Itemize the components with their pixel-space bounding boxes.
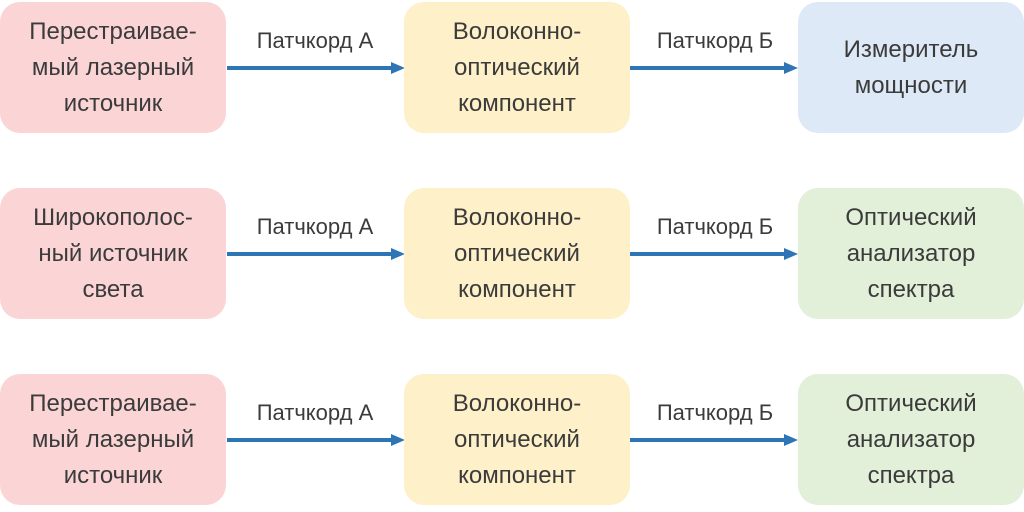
arrow-icon xyxy=(227,432,405,446)
arrow-icon xyxy=(227,246,405,260)
spectrum-analyzer-box: Оптический анализатор спектра xyxy=(798,188,1024,319)
power-meter-box: Измеритель мощности xyxy=(798,2,1024,133)
arrow-icon xyxy=(227,60,405,74)
patchcord-a-label: Патчкорд А xyxy=(256,400,374,425)
patchcord-b-label: Патчкорд Б xyxy=(656,214,774,239)
patchcord-b-label: Патчкорд Б xyxy=(656,28,774,53)
arrow-icon xyxy=(630,246,798,260)
fiber-component-box: Волоконно- оптический компонент xyxy=(404,374,630,505)
spectrum-analyzer-box: Оптический анализатор спектра xyxy=(798,374,1024,505)
patchcord-b-label: Патчкорд Б xyxy=(656,400,774,425)
laser-source-box: Перестраивае- мый лазерный источник xyxy=(0,2,226,133)
patchcord-a-label: Патчкорд А xyxy=(256,28,374,53)
patchcord-a-label: Патчкорд А xyxy=(256,214,374,239)
laser-source-box: Перестраивае- мый лазерный источник xyxy=(0,374,226,505)
fiber-component-box: Волоконно- оптический компонент xyxy=(404,188,630,319)
fiber-component-box: Волоконно- оптический компонент xyxy=(404,2,630,133)
arrow-icon xyxy=(630,60,798,74)
broadband-source-box: Широкополос- ный источник света xyxy=(0,188,226,319)
arrow-icon xyxy=(630,432,798,446)
